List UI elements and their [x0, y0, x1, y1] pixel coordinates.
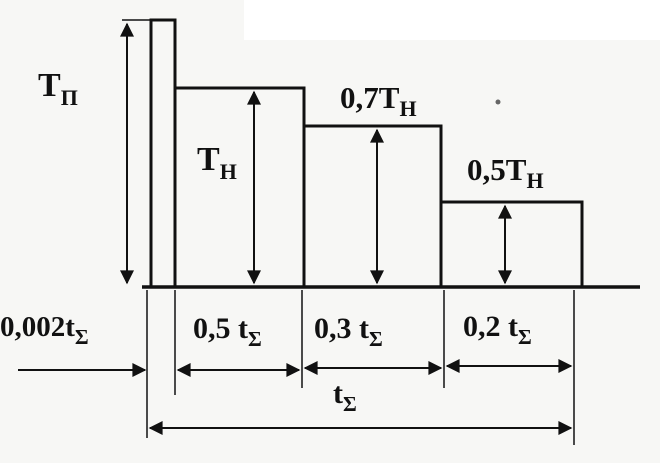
step-nominal	[173, 86, 306, 287]
step-peak	[149, 18, 177, 287]
step-07	[302, 124, 443, 287]
nominal-torque-label: TН	[197, 141, 237, 184]
duration-02-label: 0,2 tΣ	[463, 310, 532, 349]
peak-torque-label: TП	[38, 67, 78, 110]
duration-05-label: 0,5 tΣ	[193, 312, 262, 351]
total-time-label: tΣ	[333, 377, 357, 416]
level-05-label: 0,5TН	[467, 152, 544, 193]
step-05	[439, 200, 584, 287]
print-speck	[495, 99, 501, 105]
duration-0002-label: 0,002tΣ	[0, 311, 89, 349]
blank-area	[244, 0, 660, 40]
duration-03-label: 0,3 tΣ	[314, 312, 383, 351]
level-07-label: 0,7TН	[340, 80, 417, 121]
magnitude-arrows	[120, 22, 512, 285]
duration-arrows	[18, 359, 573, 435]
extension-lines	[146, 290, 575, 445]
load-steps	[149, 18, 584, 287]
